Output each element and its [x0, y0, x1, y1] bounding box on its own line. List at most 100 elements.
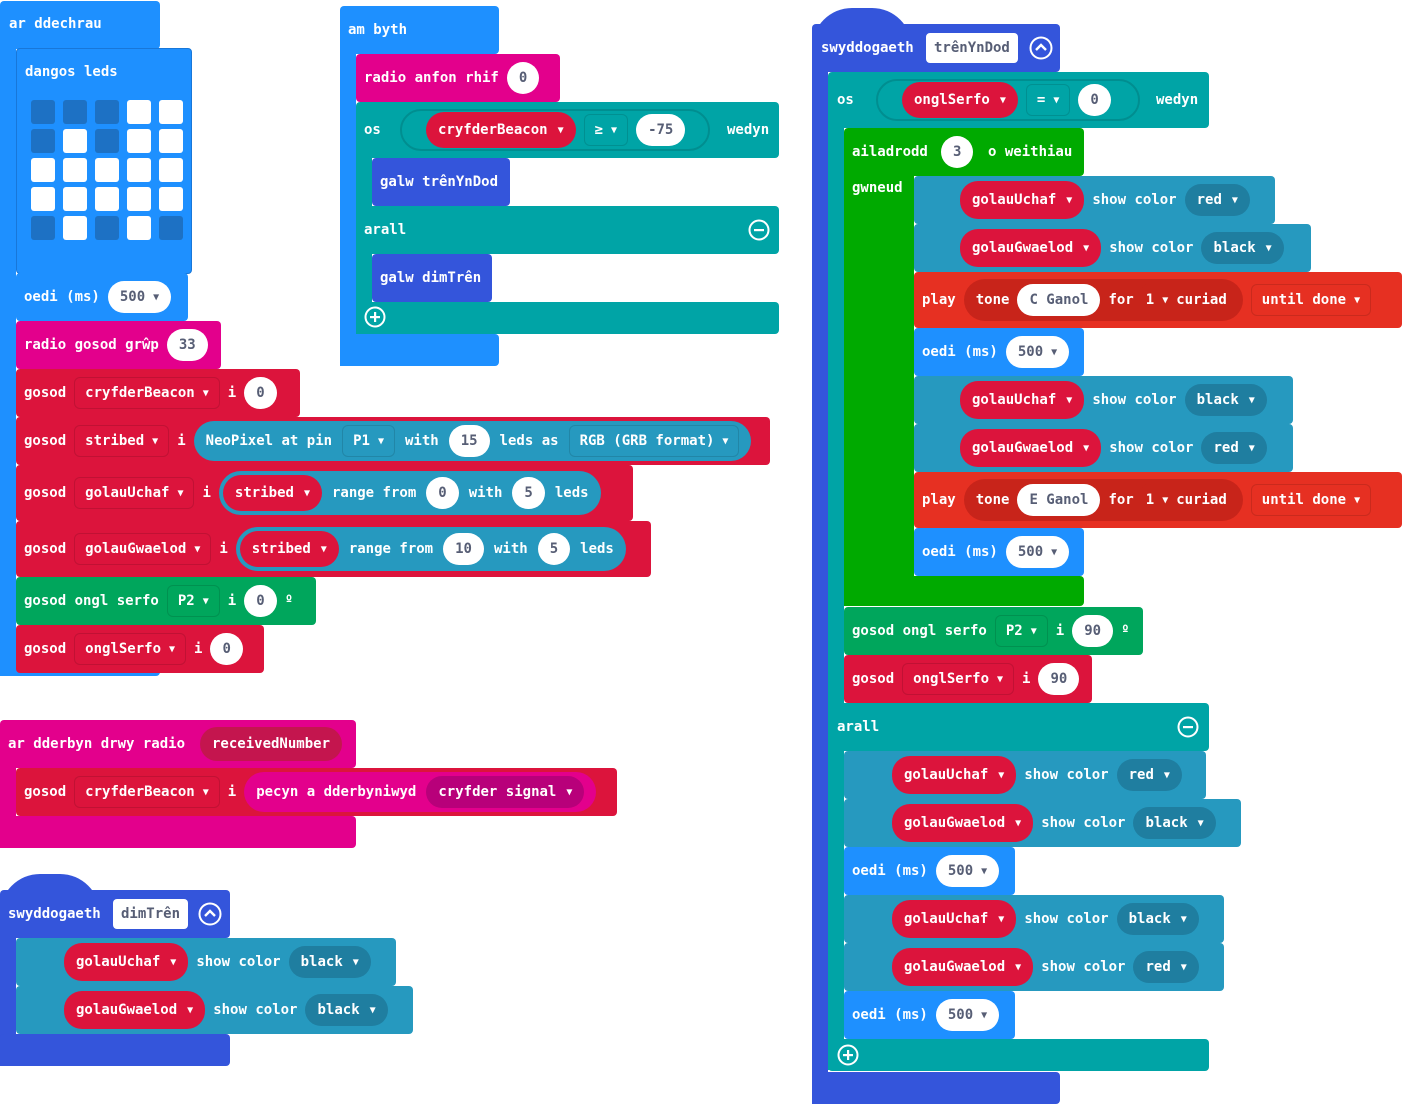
- led-cell[interactable]: [95, 129, 119, 153]
- variable-dropdown[interactable]: cryfderBeacon▼: [74, 377, 220, 409]
- play-tone-block[interactable]: play tone E Ganol for 1▼curiad until don…: [914, 472, 1402, 528]
- led-cell[interactable]: [63, 129, 87, 153]
- neopixel-create-block[interactable]: NeoPixel at pin P1▼ with 15 leds as RGB …: [193, 421, 752, 461]
- play-mode-dropdown[interactable]: until done▼: [1250, 284, 1372, 316]
- led-cell[interactable]: [63, 187, 87, 211]
- pause-block[interactable]: oedi (ms) 500▼: [844, 991, 1015, 1039]
- beats-dropdown[interactable]: 1▼curiad: [1141, 284, 1231, 316]
- forever-header[interactable]: [340, 6, 499, 54]
- led-cell[interactable]: [63, 216, 87, 240]
- color-dropdown[interactable]: black▼: [1184, 384, 1267, 416]
- pin-dropdown[interactable]: P2▼: [166, 585, 220, 617]
- pause-value-dropdown[interactable]: 500▼: [1005, 536, 1070, 568]
- led-cell[interactable]: [95, 100, 119, 124]
- color-dropdown[interactable]: black▼: [1133, 807, 1216, 839]
- remove-else-icon[interactable]: [1177, 716, 1199, 738]
- collapse-icon[interactable]: [198, 902, 222, 926]
- led-cell[interactable]: [95, 187, 119, 211]
- param-received-number[interactable]: receivedNumber: [200, 727, 343, 761]
- value-input[interactable]: 0: [210, 633, 243, 665]
- pause-block[interactable]: oedi (ms) 500▼: [914, 528, 1084, 576]
- pause-block[interactable]: oedi (ms) 500▼: [844, 847, 1015, 895]
- color-dropdown[interactable]: black▼: [288, 946, 371, 978]
- show-color-block[interactable]: golauGwaelod▼ show color red▼: [914, 424, 1293, 472]
- show-color-block[interactable]: golauUchaf▼ show color black▼: [16, 938, 396, 986]
- led-cell[interactable]: [127, 100, 151, 124]
- pin-dropdown[interactable]: P1▼: [342, 425, 395, 457]
- led-cell[interactable]: [31, 100, 55, 124]
- range-count-input[interactable]: 5: [537, 533, 571, 565]
- variable-dropdown[interactable]: stribed▼: [74, 425, 170, 457]
- color-dropdown[interactable]: red▼: [1116, 759, 1182, 791]
- servo-write-block[interactable]: gosod ongl serfo P2▼ i 0 º: [16, 577, 316, 625]
- compare-value-input[interactable]: -75: [636, 114, 686, 146]
- led-cell[interactable]: [159, 216, 183, 240]
- led-cell[interactable]: [31, 129, 55, 153]
- radio-send-number-block[interactable]: radio anfon rhif 0: [356, 54, 560, 102]
- led-cell[interactable]: [31, 187, 55, 211]
- set-onglserfo-block[interactable]: gosod onglSerfo▼ i 0: [16, 625, 264, 673]
- note-input[interactable]: E Ganol: [1017, 484, 1101, 516]
- color-dropdown[interactable]: black▼: [1201, 232, 1284, 264]
- led-cell[interactable]: [127, 158, 151, 182]
- beats-dropdown[interactable]: 1▼curiad: [1141, 484, 1231, 516]
- radio-send-input[interactable]: 0: [506, 62, 540, 94]
- strip-variable[interactable]: golauGwaelod▼: [892, 948, 1034, 986]
- set-onglserfo-block[interactable]: gosod onglSerfo▼ i 90: [844, 655, 1092, 703]
- variable-dropdown[interactable]: onglSerfo▼: [902, 663, 1015, 695]
- strip-variable[interactable]: stribed▼: [239, 531, 339, 567]
- range-count-input[interactable]: 5: [512, 477, 545, 509]
- led-cell[interactable]: [127, 216, 151, 240]
- format-dropdown[interactable]: RGB (GRB format)▼: [568, 425, 740, 457]
- operator-dropdown[interactable]: ≥▼: [583, 114, 629, 146]
- set-cryfderbeacon-block[interactable]: gosod cryfderBeacon▼ i pecyn a dderbyniw…: [16, 768, 617, 816]
- received-packet-block[interactable]: pecyn a dderbyniwyd cryfder signal▼: [244, 772, 597, 812]
- range-block[interactable]: stribed▼ range from 0 with 5 leds: [218, 471, 601, 515]
- set-stribed-block[interactable]: gosod stribed▼ i NeoPixel at pin P1▼ wit…: [16, 417, 770, 465]
- led-cell[interactable]: [31, 158, 55, 182]
- range-block[interactable]: stribed▼ range from 10 with 5 leds: [235, 527, 626, 571]
- operator-dropdown[interactable]: =▼: [1025, 84, 1071, 116]
- strip-variable[interactable]: stribed▼: [222, 475, 322, 511]
- led-cell[interactable]: [95, 216, 119, 240]
- led-cell[interactable]: [127, 187, 151, 211]
- color-dropdown[interactable]: red▼: [1201, 432, 1267, 464]
- value-input[interactable]: 0: [244, 377, 277, 409]
- tone-block[interactable]: tone E Ganol for 1▼curiad: [963, 479, 1243, 521]
- led-cell[interactable]: [63, 100, 87, 124]
- compare-block[interactable]: cryfderBeacon▼ ≥▼ -75: [400, 109, 710, 151]
- show-color-block[interactable]: golauUchaf▼ show color red▼: [914, 176, 1275, 224]
- range-from-input[interactable]: 0: [426, 477, 459, 509]
- show-color-block[interactable]: golauUchaf▼ show color black▼: [844, 895, 1224, 943]
- show-color-block[interactable]: golauGwaelod▼ show color black▼: [844, 799, 1241, 847]
- set-cryfderbeacon-block[interactable]: gosod cryfderBeacon▼ i 0: [16, 369, 300, 417]
- collapse-icon[interactable]: [1029, 36, 1053, 60]
- variable-dropdown[interactable]: cryfderBeacon▼: [426, 112, 576, 148]
- function-name-input[interactable]: dimTrên: [113, 899, 189, 929]
- variable-dropdown[interactable]: golauUchaf▼: [74, 477, 195, 509]
- play-tone-block[interactable]: play tone C Ganol for 1▼curiad until don…: [914, 272, 1402, 328]
- show-color-block[interactable]: golauGwaelod▼ show color black▼: [16, 986, 413, 1034]
- led-cell[interactable]: [159, 158, 183, 182]
- pause-value-dropdown[interactable]: 500▼: [107, 281, 172, 313]
- tone-block[interactable]: tone C Ganol for 1▼curiad: [963, 279, 1243, 321]
- variable-dropdown[interactable]: onglSerfo▼: [902, 82, 1018, 118]
- color-dropdown[interactable]: black▼: [1116, 903, 1199, 935]
- function-name-input[interactable]: trênYnDod: [926, 33, 1018, 63]
- led-cell[interactable]: [95, 158, 119, 182]
- servo-write-block[interactable]: gosod ongl serfo P2▼ i 90 º: [844, 607, 1143, 655]
- pause-value-dropdown[interactable]: 500▼: [935, 999, 1000, 1031]
- strip-variable[interactable]: golauGwaelod▼: [892, 804, 1034, 842]
- strip-variable[interactable]: golauUchaf▼: [960, 381, 1085, 419]
- on-start-header[interactable]: [0, 1, 160, 49]
- led-cell[interactable]: [159, 129, 183, 153]
- angle-input[interactable]: 0: [244, 585, 277, 617]
- color-dropdown[interactable]: red▼: [1184, 184, 1250, 216]
- variable-dropdown[interactable]: onglSerfo▼: [74, 633, 187, 665]
- variable-dropdown[interactable]: cryfderBeacon▼: [74, 776, 220, 808]
- strip-variable[interactable]: golauGwaelod▼: [960, 229, 1102, 267]
- variable-dropdown[interactable]: golauGwaelod▼: [74, 533, 212, 565]
- strip-variable[interactable]: golauUchaf▼: [892, 756, 1017, 794]
- pause-block[interactable]: oedi (ms) 500▼: [914, 328, 1084, 376]
- led-cell[interactable]: [159, 187, 183, 211]
